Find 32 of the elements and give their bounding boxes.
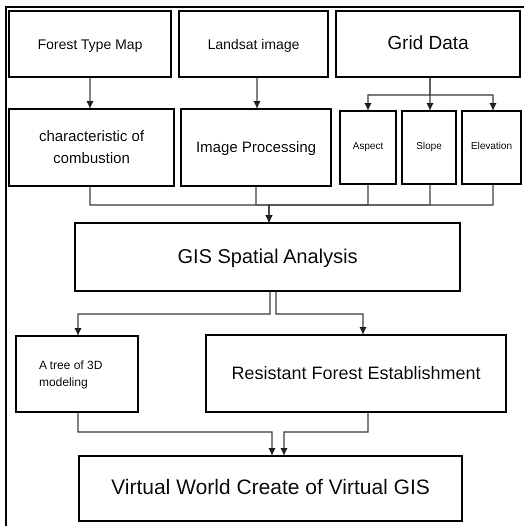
process-box (461, 110, 522, 185)
box-label: Slope (416, 140, 442, 154)
box-label: Image Processing (196, 138, 316, 158)
box-label: characteristic of combustion (38, 126, 146, 168)
box-label: Landsat image (208, 34, 300, 54)
arrow (74, 292, 271, 335)
box-label: Aspect (352, 140, 384, 154)
arrow (265, 185, 494, 222)
box-label: Resistant Forest Establishment (231, 362, 481, 386)
box-label: A tree of 3D modeling (39, 356, 104, 391)
process-box (8, 108, 175, 187)
arrow (280, 413, 369, 455)
arrow (86, 78, 94, 108)
box-label: Forest Type Map (38, 34, 142, 54)
process-box (178, 10, 329, 78)
arrow (253, 78, 261, 108)
process-box (401, 110, 457, 185)
process-box (180, 108, 332, 187)
process-box (15, 335, 139, 413)
box-label: Virtual World Create of Virtual GIS (111, 475, 430, 502)
process-box (335, 10, 521, 78)
arrow (77, 413, 276, 455)
process-box (205, 334, 507, 413)
box-label: Grid Data (387, 32, 469, 56)
arrow (429, 78, 497, 110)
box-label: GIS Spatial Analysis (177, 244, 358, 270)
process-box (78, 455, 463, 522)
process-box (8, 10, 172, 78)
arrow (275, 292, 367, 334)
box-label: Elevation (470, 140, 512, 154)
process-box (339, 110, 397, 185)
process-box (74, 222, 461, 292)
